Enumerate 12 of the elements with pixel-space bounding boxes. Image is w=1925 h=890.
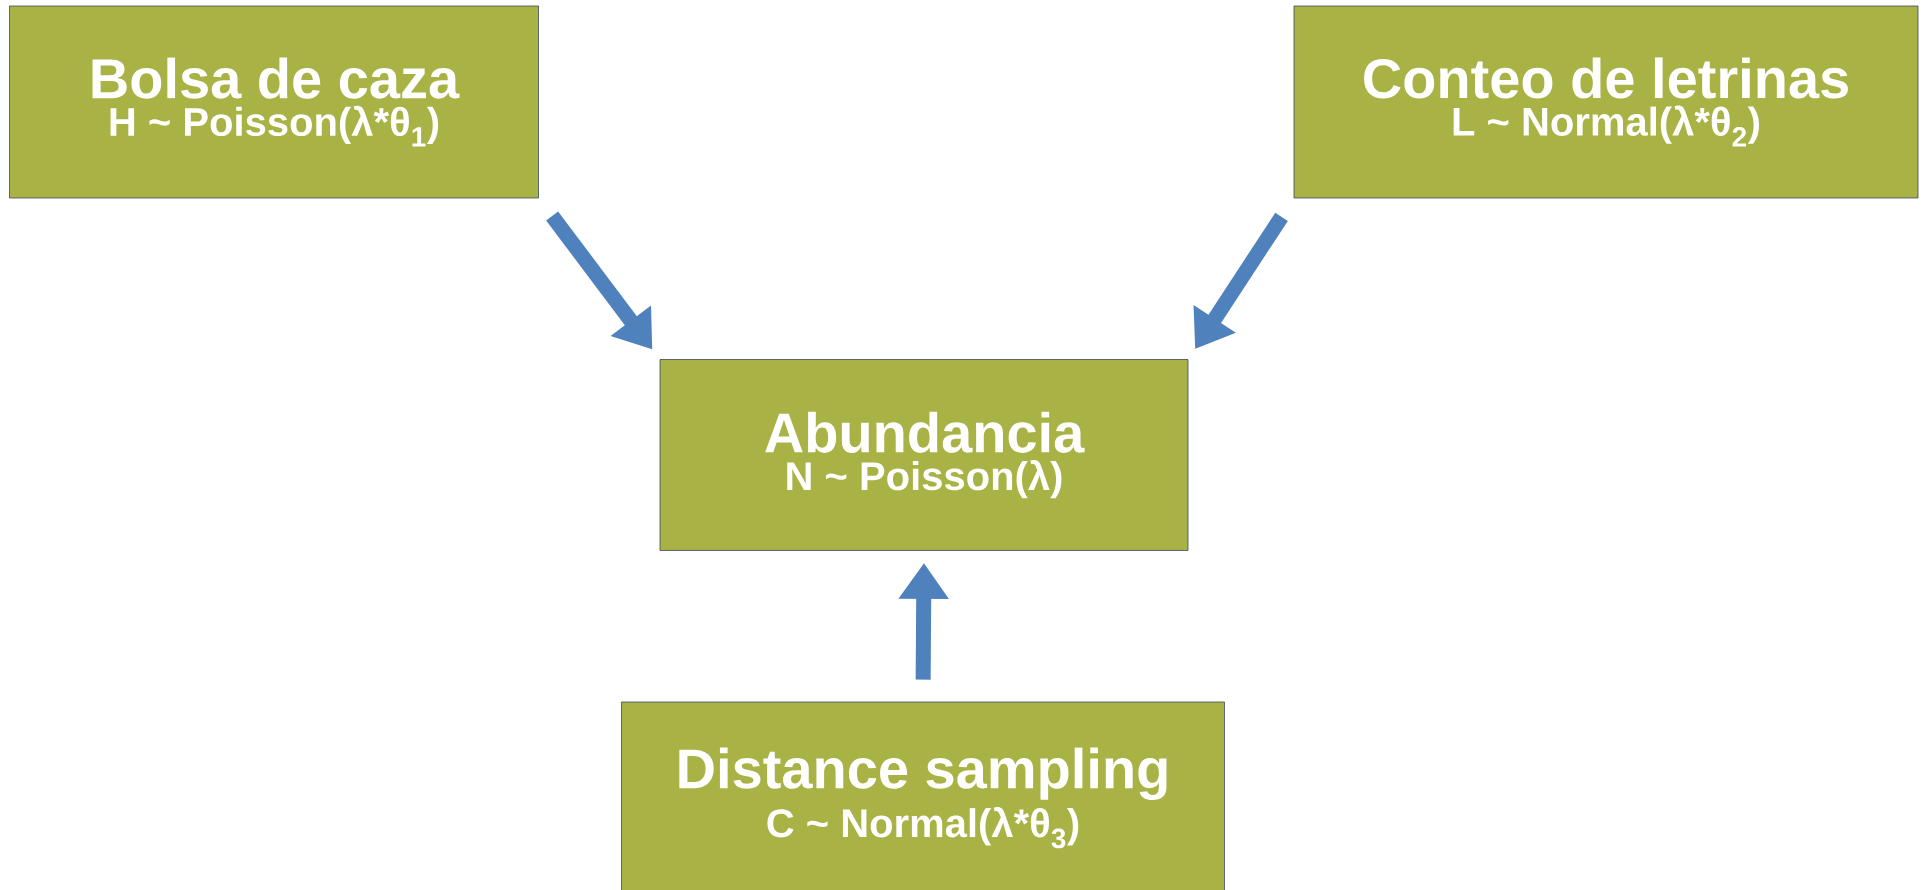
formula-text: H ~ Poisson(λ*θ$_{1}$) — [110, 105, 439, 147]
box-title: Bolsa de caza — [92, 57, 460, 99]
formula-text: C ~ Normal(λ*θ$_{3}$) — [767, 807, 1079, 849]
box-title: Abundancia — [765, 411, 1085, 453]
process-box — [9, 5, 539, 199]
formula-text: N ~ Poisson(λ) — [787, 459, 1062, 499]
box-title: Conteo de letrinas — [1364, 57, 1848, 99]
formula-text: L ~ Normal(λ*θ$_{2}$) — [1453, 105, 1759, 147]
process-box — [621, 701, 1225, 890]
process-box — [659, 359, 1189, 551]
process-box — [1293, 5, 1919, 199]
box-title: Distance sampling — [679, 747, 1167, 801]
